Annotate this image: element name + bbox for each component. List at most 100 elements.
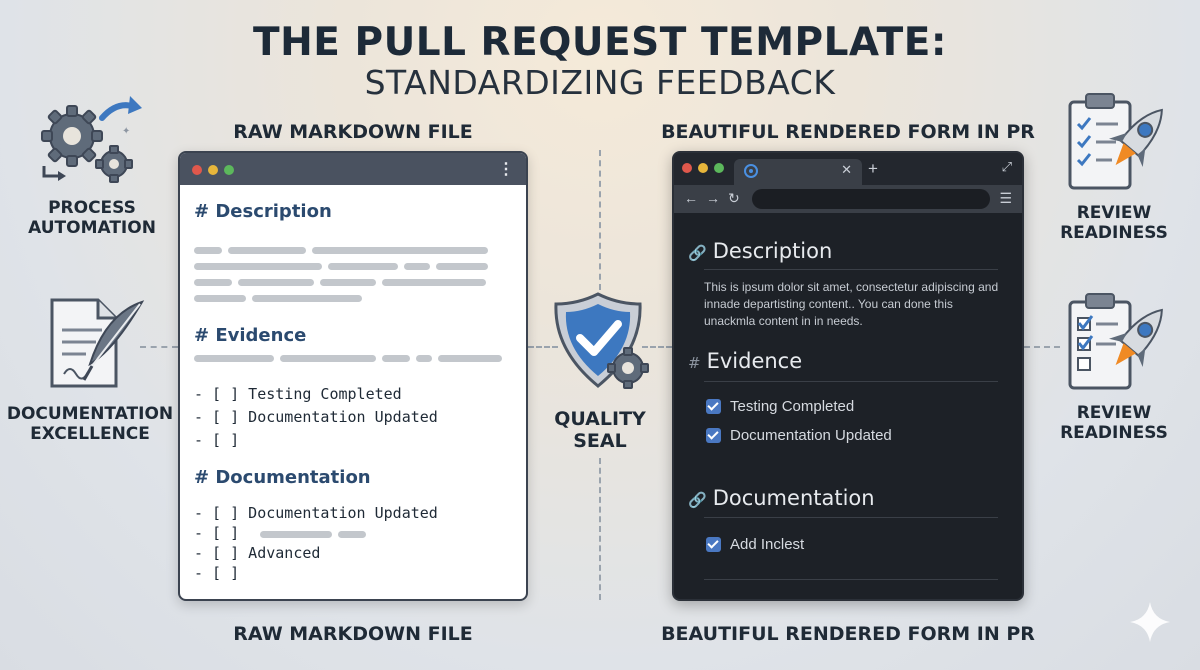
- divider: [704, 269, 998, 270]
- checkbox-label: Add Inclest: [730, 536, 805, 553]
- checkbox-checked[interactable]: [706, 399, 721, 414]
- rendered-caption-top: BEAUTIFUL RENDERED FORM IN PR: [661, 121, 1035, 143]
- placeholder-line: [252, 295, 362, 302]
- placeholder-line: [194, 247, 222, 254]
- raw-documentation-item: - [ ] Documentation Updated: [194, 504, 438, 522]
- placeholder-line: [338, 531, 366, 538]
- feature-label-line: READINESS: [1060, 223, 1168, 243]
- close-dot-icon[interactable]: [192, 165, 202, 175]
- hash-anchor-icon: #: [688, 354, 701, 372]
- placeholder-line: [238, 279, 314, 286]
- center-divider-top: [599, 150, 601, 290]
- link-anchor-icon: 🔗: [688, 491, 707, 509]
- center-divider-bottom: [599, 458, 601, 600]
- menu-icon[interactable]: ☰: [999, 190, 1012, 206]
- placeholder-line: [312, 247, 488, 254]
- placeholder-line: [228, 247, 306, 254]
- feature-label-line: REVIEW: [1076, 203, 1152, 223]
- expand-icon[interactable]: ⤢: [1001, 159, 1012, 174]
- placeholder-line: [260, 531, 332, 538]
- tab-close-icon[interactable]: ✕: [841, 162, 852, 177]
- placeholder-line: [416, 355, 432, 362]
- connector-left: [140, 346, 178, 348]
- back-arrow-icon[interactable]: ←: [684, 190, 698, 206]
- sparkle-icon: [1128, 600, 1172, 649]
- raw-caption-top: RAW MARKDOWN FILE: [233, 121, 473, 143]
- raw-markdown-window: ⋮ # Description # Evidence - [ ] Testing…: [178, 151, 528, 601]
- minimize-dot-icon[interactable]: [208, 165, 218, 175]
- kebab-menu-icon[interactable]: ⋮: [498, 161, 514, 178]
- feature-label-line: PROCESS: [48, 198, 136, 218]
- divider: [704, 381, 998, 382]
- placeholder-line: [404, 263, 430, 270]
- raw-window-titlebar: ⋮: [180, 153, 526, 185]
- svg-text:✦: ✦: [122, 126, 130, 137]
- checkbox-label: Documentation Updated: [730, 427, 892, 444]
- reload-icon[interactable]: ↻: [728, 190, 740, 206]
- feature-label-line: READINESS: [1060, 423, 1168, 443]
- feature-documentation-excellence: DOCUMENTATION EXCELLENCE: [0, 404, 180, 444]
- rendered-heading-evidence: # Evidence: [688, 349, 802, 373]
- rendered-caption-bottom: BEAUTIFUL RENDERED FORM IN PR: [661, 623, 1035, 645]
- address-bar[interactable]: [752, 189, 990, 209]
- new-tab-icon[interactable]: +: [868, 159, 878, 178]
- minimize-dot-icon[interactable]: [698, 163, 708, 173]
- raw-documentation-item: - [ ]: [194, 564, 240, 582]
- raw-evidence-item: - [ ] Testing Completed: [194, 385, 402, 403]
- page-subtitle: STANDARDIZING FEEDBACK: [364, 63, 836, 102]
- browser-navbar: ← → ↻ ☰: [674, 185, 1022, 213]
- seal-label-line: QUALITY: [554, 408, 646, 430]
- raw-heading-evidence: # Evidence: [194, 325, 307, 346]
- placeholder-line: [436, 263, 488, 270]
- rendered-heading-text: Evidence: [706, 349, 803, 373]
- rendered-description-text: This is ipsum dolor sit amet, consectetu…: [704, 280, 999, 328]
- rendered-heading-documentation: 🔗 Documentation: [688, 486, 875, 510]
- close-dot-icon[interactable]: [682, 163, 692, 173]
- page-title: THE PULL REQUEST TEMPLATE:: [253, 20, 947, 65]
- raw-heading-description: # Description: [194, 201, 332, 222]
- rendered-form-window: ✕ + ⤢ ← → ↻ ☰ 🔗Description This is ipsum…: [672, 151, 1024, 601]
- rendered-heading-text: Documentation: [712, 486, 875, 510]
- maximize-dot-icon[interactable]: [714, 163, 724, 173]
- feature-label-line: EXCELLENCE: [30, 424, 150, 444]
- checkbox-checked[interactable]: [706, 537, 721, 552]
- quality-seal-label: QUALITY SEAL: [510, 408, 690, 452]
- placeholder-line: [194, 279, 232, 286]
- feature-review-readiness-2: REVIEW READINESS: [1024, 403, 1200, 443]
- placeholder-line: [194, 355, 274, 362]
- divider: [704, 517, 998, 518]
- clipboard-rocket-icon: [1066, 290, 1170, 399]
- raw-caption-bottom: RAW MARKDOWN FILE: [233, 623, 473, 645]
- browser-tabbar: ✕ + ⤢: [674, 153, 1022, 185]
- maximize-dot-icon[interactable]: [224, 165, 234, 175]
- checkbox-checked[interactable]: [706, 428, 721, 443]
- connector-center-right: [642, 346, 672, 348]
- forward-arrow-icon[interactable]: →: [706, 190, 720, 206]
- connector-center-left: [528, 346, 558, 348]
- raw-documentation-item: - [ ]: [194, 524, 240, 542]
- placeholder-line: [194, 263, 322, 270]
- shield-check-gear-icon: [552, 290, 656, 401]
- feature-process-automation: PROCESS AUTOMATION: [2, 198, 182, 238]
- rendered-heading-description: 🔗Description: [688, 239, 832, 263]
- placeholder-line: [382, 279, 486, 286]
- feature-label-line: AUTOMATION: [28, 218, 156, 238]
- raw-evidence-item: - [ ] Documentation Updated: [194, 408, 438, 426]
- document-quill-icon: [46, 294, 146, 397]
- placeholder-line: [320, 279, 376, 286]
- placeholder-line: [280, 355, 376, 362]
- raw-evidence-item: - [ ]: [194, 431, 240, 449]
- placeholder-line: [382, 355, 410, 362]
- feature-label-line: REVIEW: [1076, 403, 1152, 423]
- browser-tab[interactable]: ✕: [734, 159, 862, 185]
- link-anchor-icon: 🔗: [688, 244, 707, 262]
- connector-right: [1024, 346, 1060, 348]
- gears-icon: ✦: [38, 92, 142, 193]
- raw-heading-documentation: # Documentation: [194, 467, 371, 488]
- feature-review-readiness-1: REVIEW READINESS: [1024, 203, 1200, 243]
- divider: [704, 579, 998, 580]
- clipboard-rocket-icon: [1066, 90, 1170, 199]
- feature-label-line: DOCUMENTATION: [6, 404, 174, 424]
- seal-label-line: SEAL: [573, 430, 627, 452]
- placeholder-line: [194, 295, 246, 302]
